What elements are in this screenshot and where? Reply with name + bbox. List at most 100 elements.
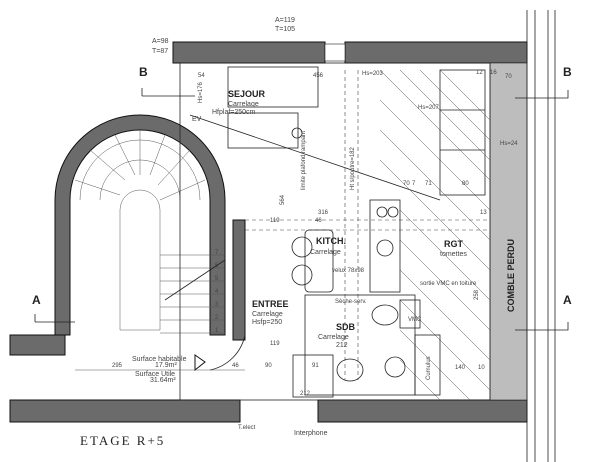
- svg-text:16: 16: [490, 70, 497, 76]
- svg-text:70: 70: [403, 181, 410, 187]
- bottom-wall-left: [9, 399, 241, 423]
- svg-text:3: 3: [215, 302, 219, 308]
- svg-text:ENTREE: ENTREE: [252, 299, 289, 309]
- hs207-label: Hs=207: [418, 105, 440, 111]
- svg-text:71: 71: [425, 181, 432, 187]
- section-marker-a-left: A: [32, 293, 75, 323]
- table: [304, 229, 334, 293]
- bottom-wall-right: [317, 399, 528, 423]
- svg-text:212: 212: [300, 391, 311, 397]
- svg-text:119: 119: [270, 218, 280, 224]
- stair-partition-wall: [232, 219, 246, 341]
- svg-text:10: 10: [478, 365, 485, 371]
- hob-ring: [376, 206, 388, 218]
- svg-text:564: 564: [280, 194, 286, 205]
- svg-text:tomettes: tomettes: [440, 251, 467, 258]
- apartment-outline: [179, 62, 491, 401]
- room-sdb: SDB Carrelage 212: [318, 322, 356, 349]
- svg-text:46: 46: [315, 218, 322, 224]
- room-sejour: SEJOUR Carrelage Hfplaf=250cm: [212, 89, 266, 116]
- shower: [292, 354, 334, 398]
- svg-text:1: 1: [215, 328, 219, 334]
- svg-text:SEJOUR: SEJOUR: [228, 89, 266, 99]
- svg-text:13: 13: [480, 210, 487, 216]
- svg-text:Surface Utile: Surface Utile: [135, 371, 175, 378]
- toilet: [371, 304, 399, 326]
- svg-text:295: 295: [112, 363, 123, 369]
- sofa-chaise: [227, 112, 299, 149]
- svg-text:4: 4: [215, 289, 219, 295]
- svg-text:91: 91: [312, 363, 319, 369]
- svg-text:5: 5: [215, 276, 219, 282]
- svg-text:KITCH.: KITCH.: [316, 236, 346, 246]
- entry-arrow-icon: [194, 354, 206, 372]
- svg-text:46: 46: [232, 363, 239, 369]
- svg-text:31.64m²: 31.64m²: [150, 377, 176, 384]
- hatch-rgt: [379, 69, 491, 401]
- svg-text:90: 90: [265, 363, 272, 369]
- ev-label: EV: [192, 116, 202, 123]
- ceiling-light: [291, 127, 303, 139]
- top-wall-left: [172, 41, 326, 64]
- svg-text:212: 212: [336, 342, 348, 349]
- svg-text:A: A: [32, 293, 41, 307]
- svg-text:70: 70: [505, 74, 512, 80]
- room-kitchen: KITCH. Carrelage velux 78x98: [310, 236, 365, 274]
- svg-text:velux 78x98: velux 78x98: [332, 268, 365, 274]
- kitchen-units: [369, 199, 401, 293]
- sofa: [227, 66, 319, 108]
- svg-text:17.9m²: 17.9m²: [155, 362, 177, 369]
- cumulus-tank: [414, 334, 441, 396]
- sink: [376, 239, 394, 257]
- svg-text:RGT: RGT: [444, 239, 464, 249]
- svg-text:316: 316: [318, 210, 329, 216]
- hs203-label: Hs=203: [362, 71, 384, 77]
- svg-text:B: B: [139, 65, 148, 79]
- chair: [291, 264, 313, 286]
- svg-text:119: 119: [270, 341, 280, 347]
- svg-text:80: 80: [462, 181, 469, 187]
- stair-numbers: 1 2 3 4 5 6 7: [215, 250, 219, 334]
- washbasin: [336, 358, 364, 382]
- vmc-label: VMC: [408, 317, 422, 323]
- height-t-top: T=105: [275, 26, 295, 33]
- interphone-label: Interphone: [294, 430, 328, 437]
- storage-shelves: [439, 69, 486, 196]
- svg-text:54: 54: [198, 73, 205, 79]
- limite-plafond-label: limite plafond rampant: [301, 131, 307, 190]
- svg-text:140: 140: [455, 365, 466, 371]
- section-marker-b-left: B: [139, 65, 195, 97]
- room-comble-perdu: COMBLE PERDU: [506, 239, 516, 312]
- bathroom-outline: [304, 294, 416, 396]
- svg-text:7: 7: [215, 250, 219, 256]
- left-wall-stub: [9, 334, 66, 356]
- svg-text:Surface habitable: Surface habitable: [132, 356, 187, 363]
- hs24-label: Hs=24: [500, 141, 518, 147]
- room-rgt: RGT tomettes: [440, 239, 467, 258]
- poutre-label: Ht s/poutre=182: [350, 146, 356, 190]
- svg-text:2: 2: [215, 315, 219, 321]
- svg-text:B: B: [563, 65, 572, 79]
- stair-arch-wall: [54, 114, 226, 336]
- section-marker-a-right: A: [515, 293, 572, 331]
- svg-text:A: A: [563, 293, 572, 307]
- surface-info: Surface habitable 17.9m² Surface Utile 3…: [75, 356, 245, 384]
- chair: [291, 236, 313, 258]
- entry-door-swing: [209, 334, 246, 371]
- floor-title: ETAGE R+5: [80, 433, 165, 448]
- svg-text:12: 12: [476, 70, 483, 76]
- svg-text:SDB: SDB: [336, 322, 356, 332]
- washing-machine: [384, 356, 406, 378]
- seche-serviette-label: Sèche-serv.: [335, 299, 367, 305]
- telect-label: T.elect: [238, 425, 256, 431]
- hs176-label: Hs=176: [198, 81, 204, 103]
- height-a-top: A=119: [275, 17, 295, 24]
- svg-text:Carrelage: Carrelage: [310, 249, 341, 256]
- svg-text:Carrelage: Carrelage: [318, 334, 349, 341]
- comble-perdu-zone: [489, 62, 528, 401]
- top-wall-right: [344, 41, 528, 64]
- hob-ring: [387, 206, 399, 218]
- vmc-unit: [399, 299, 421, 329]
- room-entree: ENTREE Carrelage Hsfp=250: [252, 299, 289, 326]
